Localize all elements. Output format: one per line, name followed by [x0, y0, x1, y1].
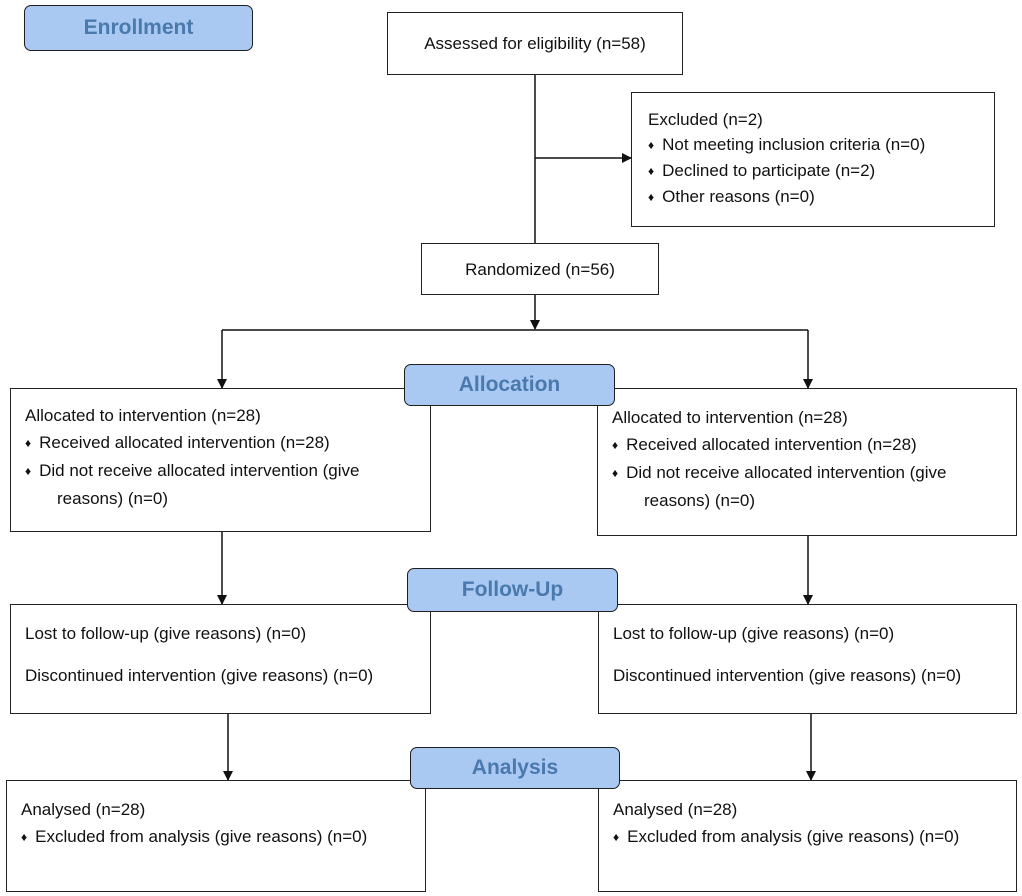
assessed-box: Assessed for eligibility (n=58) [387, 12, 683, 75]
excluded-box: Excluded (n=2) Not meeting inclusion cri… [631, 92, 995, 227]
followup-right-box: Lost to follow-up (give reasons) (n=0) D… [598, 604, 1017, 714]
allocation-right-received: Received allocated intervention (n=28) [612, 431, 1016, 459]
allocation-left-not-received-cont: reasons) (n=0) [57, 489, 169, 508]
stage-allocation: Allocation [404, 364, 615, 406]
followup-left-box: Lost to follow-up (give reasons) (n=0) D… [10, 604, 431, 714]
excluded-item: Declined to participate (n=2) [648, 158, 994, 184]
randomized-box: Randomized (n=56) [421, 243, 659, 295]
analysis-left-title: Analysed (n=28) [21, 800, 146, 819]
excluded-title: Excluded (n=2) [648, 110, 763, 129]
assessed-text: Assessed for eligibility (n=58) [424, 34, 646, 53]
allocation-left-title: Allocated to intervention (n=28) [25, 406, 261, 425]
allocation-right-not-received-cont: reasons) (n=0) [644, 491, 756, 510]
analysis-right-title: Analysed (n=28) [613, 800, 738, 819]
followup-right-discontinued: Discontinued intervention (give reasons)… [613, 666, 962, 685]
allocation-right-title: Allocated to intervention (n=28) [612, 408, 848, 427]
allocation-left-received: Received allocated intervention (n=28) [25, 429, 430, 457]
followup-left-discontinued: Discontinued intervention (give reasons)… [25, 666, 374, 685]
excluded-item: Not meeting inclusion criteria (n=0) [648, 132, 994, 158]
followup-left-lost: Lost to follow-up (give reasons) (n=0) [25, 624, 307, 643]
analysis-left-excluded: Excluded from analysis (give reasons) (n… [21, 823, 425, 851]
allocation-right-not-received: Did not receive allocated intervention (… [612, 459, 1016, 487]
stage-analysis: Analysis [410, 747, 620, 789]
excluded-item: Other reasons (n=0) [648, 184, 994, 210]
randomized-text: Randomized (n=56) [465, 259, 615, 279]
allocation-left-box: Allocated to intervention (n=28) Receive… [10, 388, 431, 532]
followup-right-lost: Lost to follow-up (give reasons) (n=0) [613, 624, 895, 643]
allocation-left-not-received: Did not receive allocated intervention (… [25, 457, 430, 485]
allocation-right-box: Allocated to intervention (n=28) Receive… [597, 388, 1017, 536]
stage-enrollment: Enrollment [24, 5, 253, 51]
analysis-right-excluded: Excluded from analysis (give reasons) (n… [613, 823, 1016, 851]
analysis-right-box: Analysed (n=28) Excluded from analysis (… [598, 780, 1017, 892]
stage-follow-up: Follow-Up [407, 568, 618, 612]
analysis-left-box: Analysed (n=28) Excluded from analysis (… [6, 780, 426, 892]
